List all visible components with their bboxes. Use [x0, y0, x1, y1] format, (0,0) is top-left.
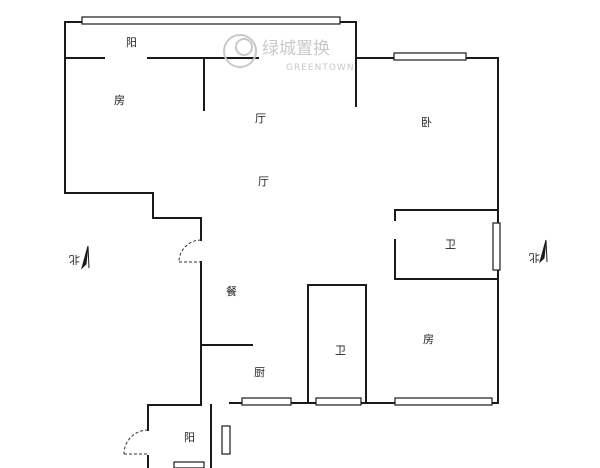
label-room-left: 房 — [114, 94, 125, 107]
watermark-brand-cn: 绿城置换 — [262, 39, 330, 59]
label-kitchen: 厨 — [254, 366, 265, 379]
inner-walls — [64, 57, 499, 404]
label-dining: 餐 — [226, 284, 237, 298]
compass-right: 北 — [529, 239, 548, 264]
label-balcony-bottom: 阳 — [184, 431, 195, 444]
balcony-door-arc — [123, 429, 149, 455]
label-hall-mid: 厅 — [258, 175, 269, 188]
label-bath-mid: 卫 — [335, 344, 346, 357]
label-hall-upper: 厅 — [255, 112, 266, 125]
north-label-right: 北 — [529, 251, 540, 264]
north-arrow-right-icon — [539, 239, 547, 264]
window-right-bath — [492, 222, 501, 271]
windows — [81, 16, 501, 468]
watermark-brand-en: GREENTOWN — [286, 63, 355, 73]
room-labels: 阳 房 厅 厅 卧 卫 餐 卫 房 厨 阳 — [114, 36, 456, 444]
window-bottom-kitchen — [241, 397, 292, 406]
label-bath-right: 卫 — [445, 238, 456, 251]
compass-left: 北 — [69, 245, 90, 270]
window-top-balcony — [81, 16, 341, 25]
window-bottom-edge — [173, 461, 205, 468]
entry-door-arc — [178, 239, 202, 263]
window-bottom-bath — [315, 397, 362, 406]
window-bottom-room — [394, 397, 493, 406]
doors — [123, 239, 202, 455]
window-bedroom-top — [393, 52, 467, 61]
watermark-logo: 绿城置换 GREENTOWN — [223, 34, 355, 73]
label-balcony-top: 阳 — [126, 36, 137, 49]
label-room-right: 房 — [423, 333, 434, 346]
window-bottom-balcony — [221, 425, 231, 455]
north-label-left: 北 — [69, 253, 80, 266]
label-bedroom: 卧 — [421, 116, 432, 129]
north-arrow-left-icon — [81, 245, 89, 270]
